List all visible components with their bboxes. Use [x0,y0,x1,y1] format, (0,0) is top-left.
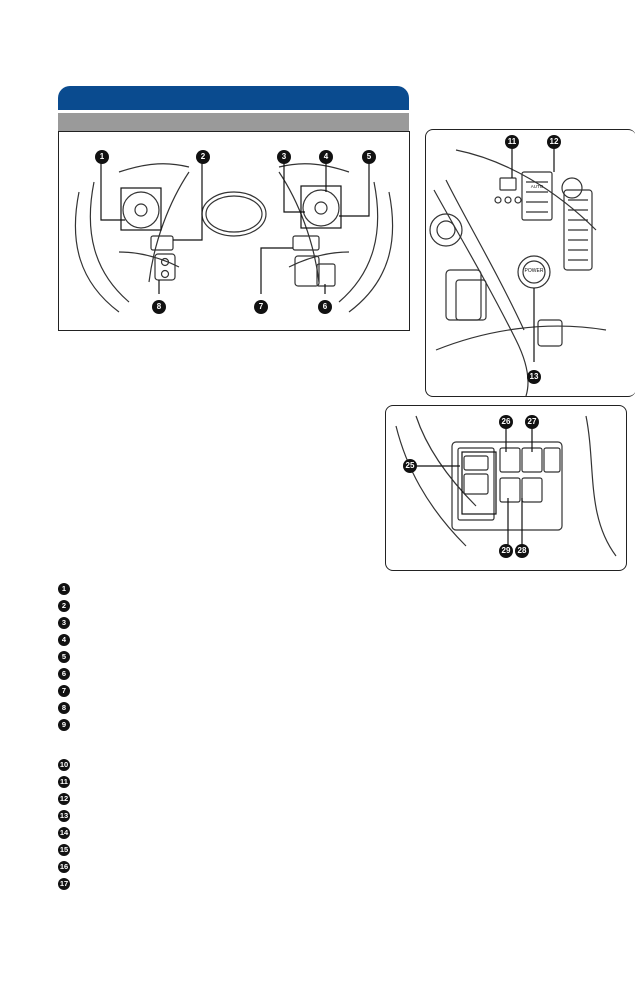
callout-29: 29 [499,544,513,558]
legend-number-15: 15 [58,844,70,856]
callout-5: 5 [362,150,376,164]
callout-25: 25 [403,459,417,473]
callout-11: 11 [505,135,519,149]
legend-number-7: 7 [58,685,70,697]
legend-number-1: 1 [58,583,70,595]
legend-number-10: 10 [58,759,70,771]
steering-wheel-illustration: 1 2 3 4 5 6 7 8 [58,131,410,331]
callout-4: 4 [319,150,333,164]
power-button-label: POWER [525,268,544,274]
callout-27: 27 [525,415,539,429]
legend-number-14: 14 [58,827,70,839]
callout-3: 3 [277,150,291,164]
callout-6: 6 [318,300,332,314]
callout-7: 7 [254,300,268,314]
dashboard-illustration: POWER AUTO 11 12 13 [425,129,635,397]
callout-28: 28 [515,544,529,558]
legend-number-9: 9 [58,719,70,731]
legend-number-4: 4 [58,634,70,646]
steering-wheel-drawing [74,160,394,313]
callout-26: 26 [499,415,513,429]
legend-number-12: 12 [58,793,70,805]
legend-number-16: 16 [58,861,70,873]
section-header-bar [58,86,409,110]
callout-13: 13 [527,370,541,384]
legend-number-3: 3 [58,617,70,629]
lower-dash-drawing [395,415,617,557]
legend-number-5: 5 [58,651,70,663]
callout-12: 12 [547,135,561,149]
auto-button-label: AUTO [531,184,544,189]
legend-number-13: 13 [58,810,70,822]
legend-number-17: 17 [58,878,70,890]
legend-number-6: 6 [58,668,70,680]
dashboard-drawing: POWER AUTO [429,148,607,396]
callout-2: 2 [196,150,210,164]
section-subheader-bar [58,113,409,131]
legend-number-2: 2 [58,600,70,612]
callout-8: 8 [152,300,166,314]
legend-number-11: 11 [58,776,70,788]
callout-1: 1 [95,150,109,164]
lower-dash-switches-illustration: 25 26 27 28 29 [385,405,627,571]
legend-number-8: 8 [58,702,70,714]
